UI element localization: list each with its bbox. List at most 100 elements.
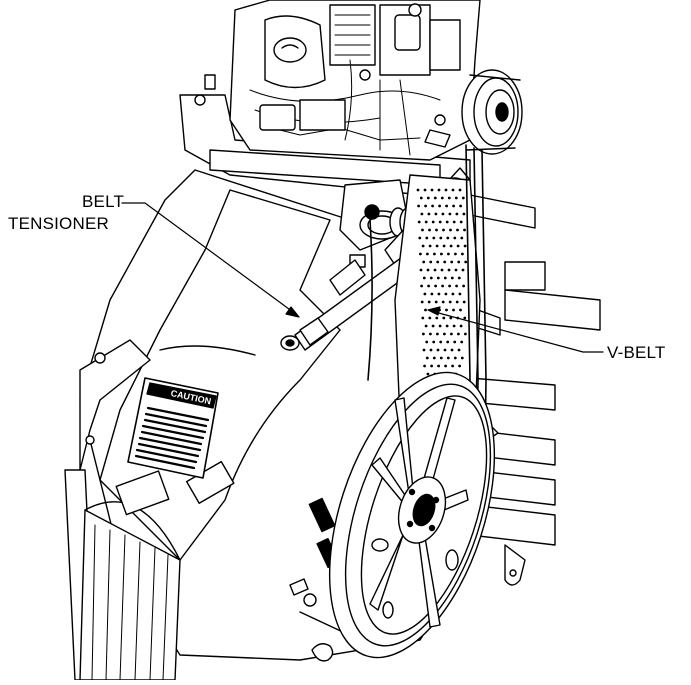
perforation-hole <box>429 348 433 352</box>
perforation-hole <box>455 300 459 304</box>
perforation-hole <box>434 212 438 216</box>
perforation-hole <box>452 204 455 208</box>
perforation-hole <box>431 204 434 208</box>
perforation-hole <box>449 228 452 232</box>
perforation-hole <box>440 252 443 256</box>
perforation-hole <box>455 212 459 216</box>
perforation-hole <box>439 356 443 360</box>
perforation-hole <box>429 332 432 336</box>
perforation-hole <box>417 204 420 208</box>
perforation-hole <box>448 212 452 216</box>
perforation-hole <box>442 228 445 232</box>
perforation-hole <box>424 308 427 312</box>
perforation-hole <box>449 244 453 248</box>
perforation-hole <box>423 188 427 192</box>
perforation-hole <box>455 284 458 288</box>
perforation-hole <box>420 300 424 304</box>
caution-text-lines <box>134 406 210 470</box>
perforation-hole <box>444 292 448 296</box>
perforation-hole <box>426 196 430 200</box>
perforation-hole <box>446 340 450 344</box>
perforation-hole <box>418 236 422 240</box>
perforation-hole <box>438 204 441 208</box>
perforation-hole <box>459 204 462 208</box>
perforation-hole <box>447 196 451 200</box>
perforation-hole <box>458 364 461 368</box>
perforation-hole <box>439 340 443 344</box>
perforation-hole <box>445 308 448 312</box>
perforation-hole <box>462 212 466 216</box>
perforation-hole <box>426 372 430 376</box>
perforation-hole <box>454 196 458 200</box>
perforation-hole <box>417 220 421 224</box>
perforation-hole <box>435 228 438 232</box>
engine-mount-plate <box>179 74 471 201</box>
perforation-hole <box>438 220 442 224</box>
perforation-hole <box>441 300 445 304</box>
perforation-hole <box>450 332 453 336</box>
perforation-hole <box>447 252 450 256</box>
perforation-hole <box>443 348 447 352</box>
perforation-hole <box>460 340 464 344</box>
perforation-hole <box>461 196 465 200</box>
perforation-hole <box>416 188 420 192</box>
perforation-hole <box>429 276 433 280</box>
perforation-hole <box>419 252 422 256</box>
perforation-hole <box>427 300 431 304</box>
engine-drive-pulley <box>461 69 523 155</box>
perforation-hole <box>452 308 455 312</box>
perforation-hole <box>442 316 446 320</box>
perforation-hole <box>453 340 457 344</box>
perforation-hole <box>456 244 460 248</box>
perforation-hole <box>435 316 439 320</box>
perforation-hole <box>432 356 436 360</box>
perforation-hole <box>432 236 436 240</box>
perforation-hole <box>428 228 431 232</box>
idler-pulley-assembly <box>329 179 417 296</box>
right-frame-rails <box>469 194 601 586</box>
perforation-hole <box>451 188 455 192</box>
perforation-hole <box>444 188 448 192</box>
perforation-hole <box>446 236 450 240</box>
perforation-hole <box>463 316 467 320</box>
perforation-hole <box>461 268 465 272</box>
perforation-hole <box>431 220 435 224</box>
perforation-hole <box>448 284 451 288</box>
v-belt-label: V-BELT <box>607 343 666 362</box>
perforation-hole <box>451 364 454 368</box>
large-driven-pulley <box>328 371 496 659</box>
perforation-hole <box>457 276 461 280</box>
perforation-hole <box>421 244 425 248</box>
perforation-hole <box>430 364 433 368</box>
perforation-hole <box>432 340 436 344</box>
perforation-hole <box>436 332 439 336</box>
perforation-hole <box>421 228 424 232</box>
belt-tensioner-label-line2: TENSIONER <box>8 214 109 233</box>
perforation-hole <box>436 348 440 352</box>
perforation-hole <box>430 188 434 192</box>
perforation-hole <box>462 300 466 304</box>
perforation-hole <box>459 220 463 224</box>
perforation-hole <box>463 244 467 248</box>
perforation-hole <box>425 356 429 360</box>
perforation-hole <box>450 276 454 280</box>
perforation-hole <box>450 260 454 264</box>
perforation-hole <box>438 324 442 328</box>
perforation-hole <box>424 220 428 224</box>
perforation-hole <box>428 244 432 248</box>
perforation-hole <box>450 348 454 352</box>
perforation-hole <box>426 268 430 272</box>
engine <box>229 0 481 161</box>
perforation-hole <box>454 268 458 272</box>
perforation-hole <box>425 340 429 344</box>
perforation-hole <box>434 284 437 288</box>
perforation-hole <box>429 260 433 264</box>
perforation-hole <box>443 276 447 280</box>
perforation-hole <box>436 276 440 280</box>
perforation-hole <box>422 260 426 264</box>
perforation-hole <box>460 356 464 360</box>
perforation-hole <box>444 364 447 368</box>
perforation-hole <box>459 324 463 328</box>
perforation-hole <box>427 212 431 216</box>
